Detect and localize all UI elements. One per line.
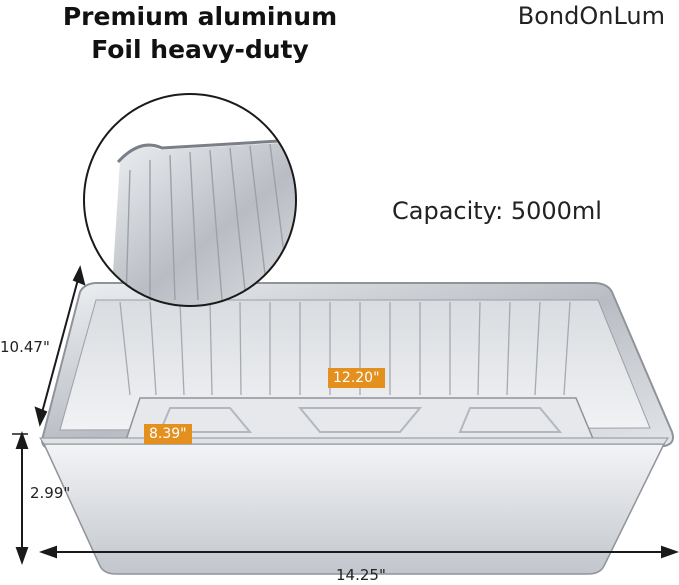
magnified-rim-detail xyxy=(83,93,297,307)
headline-line2: Foil heavy-duty xyxy=(91,35,309,64)
inner-length-tag: 12.20" xyxy=(328,368,385,388)
headline: Premium aluminum Foil heavy-duty xyxy=(40,0,360,66)
capacity-label: Capacity: 5000ml xyxy=(392,197,602,225)
foil-pan xyxy=(39,282,674,575)
width-dimension-label: 10.47" xyxy=(0,338,50,356)
dimension-arrows xyxy=(12,265,679,565)
height-dimension-label: 2.99" xyxy=(30,484,71,502)
inner-width-tag: 8.39" xyxy=(144,424,192,444)
length-dimension-label: 14.25" xyxy=(336,566,386,584)
headline-line1: Premium aluminum xyxy=(62,2,338,31)
brand-name: BondOnLum xyxy=(517,2,665,30)
